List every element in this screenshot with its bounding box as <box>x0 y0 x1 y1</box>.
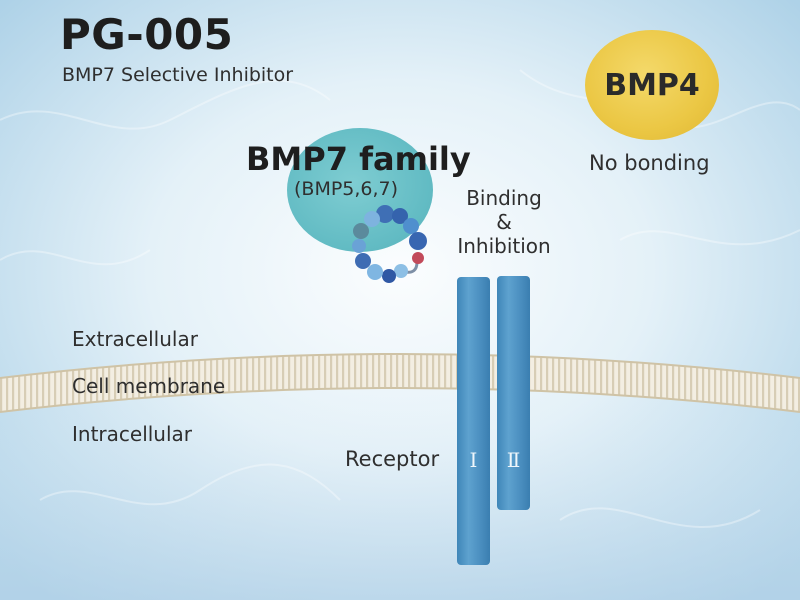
peptide-bead <box>364 211 380 227</box>
receptor-type-1: Ⅰ <box>457 277 490 565</box>
peptide-bead <box>353 223 369 239</box>
bmp7-title: BMP7 family <box>246 140 471 178</box>
peptide-bead <box>355 253 371 269</box>
peptide-bead <box>392 208 408 224</box>
peptide-bead <box>409 232 427 250</box>
peptide-bead <box>394 264 408 278</box>
extracellular-label: Extracellular <box>72 327 198 351</box>
peptide-bead <box>367 264 383 280</box>
intracellular-label: Intracellular <box>72 422 193 446</box>
peptide-bead <box>382 269 396 283</box>
peptide-bead <box>403 218 419 234</box>
receptor-type-2: Ⅱ <box>497 276 530 510</box>
bmp4-label: BMP4 <box>604 67 700 103</box>
cell-membrane <box>0 354 800 412</box>
cell-membrane-label: Cell membrane <box>72 374 226 398</box>
peptide-bead <box>412 252 424 264</box>
bmp7-subtitle: (BMP5,6,7) <box>294 178 399 200</box>
page-subtitle: BMP7 Selective Inhibitor <box>62 64 294 86</box>
binding-label: Binding & Inhibition <box>457 186 551 258</box>
bmp4-note: No bonding <box>589 151 710 175</box>
receptor-label: Receptor <box>345 447 440 471</box>
receptor-type-2-label: Ⅱ <box>506 448 521 472</box>
peptide-bead <box>376 205 394 223</box>
bmp4-ligand: BMP4 <box>585 30 719 140</box>
page-title: PG-005 <box>60 10 234 59</box>
peptide-bead <box>352 239 366 253</box>
receptor-type-1-label: Ⅰ <box>469 448 478 472</box>
inhibitor-peptide-ring <box>352 205 427 283</box>
